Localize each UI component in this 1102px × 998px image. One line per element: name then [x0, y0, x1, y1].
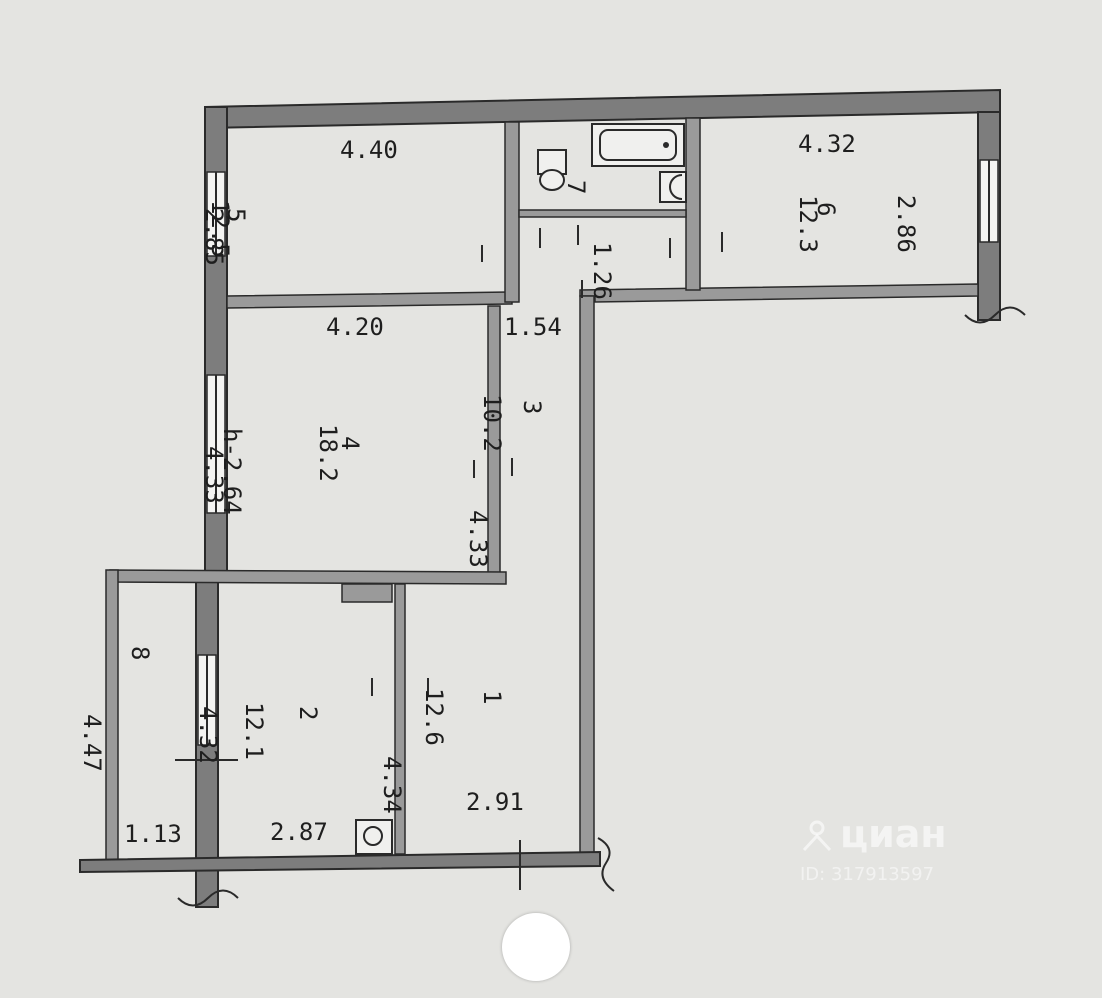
room4-number: 4	[336, 436, 364, 451]
room5-side-dim: 2.85	[200, 208, 228, 266]
room6-top-dim: 4.32	[798, 130, 856, 158]
cian-id: ID: 317913597	[800, 864, 935, 885]
door-marks	[175, 225, 723, 890]
room8-number: 8	[126, 646, 154, 661]
room1-bottom-dim: 2.91	[466, 788, 524, 816]
windows	[197, 159, 999, 746]
room1-number: 1	[478, 690, 506, 705]
room8-bottom-dim: 1.13	[124, 820, 182, 848]
room3-side-dim: 4.33	[464, 510, 492, 568]
room2-area: 12.1	[240, 702, 268, 760]
room2-side-dim: 4.32	[194, 706, 222, 764]
cian-logo-icon	[800, 818, 834, 852]
room4-area: 18.2	[314, 424, 342, 482]
room4-side-dim: 4.33	[200, 446, 228, 504]
room7-dim: 1.26	[588, 242, 616, 300]
toilet	[537, 149, 567, 191]
niche	[341, 583, 393, 603]
room3-top-dim: 1.54	[504, 313, 562, 341]
room5-top-dim: 4.40	[340, 136, 398, 164]
room6-number: 6	[812, 202, 840, 217]
room3-number: 3	[518, 400, 546, 415]
room1-area: 12.6	[420, 688, 448, 746]
sink	[659, 171, 687, 203]
room4-top-dim: 4.20	[326, 313, 384, 341]
wall-bottom	[79, 850, 601, 874]
room1-side-dim: 4.34	[378, 756, 406, 814]
wall-2-1	[394, 583, 406, 855]
break-marks	[177, 306, 1026, 907]
cian-watermark: циан ID: 317913597	[800, 812, 1000, 892]
room2-bottom-dim: 2.87	[270, 818, 328, 846]
room8-side-dim: 4.47	[78, 714, 106, 772]
wall-5-4	[226, 291, 513, 309]
bathtub	[591, 123, 685, 167]
cian-brand: циан	[840, 812, 947, 856]
room3-area: 10.2	[478, 394, 506, 452]
stove	[355, 819, 393, 855]
room7-number: 7	[562, 180, 590, 195]
room6-side-dim: 2.86	[892, 195, 920, 253]
wall-7-6	[685, 117, 701, 291]
wall-bath-inner	[518, 209, 687, 218]
circle-button[interactable]	[502, 913, 570, 981]
room2-number: 2	[294, 706, 322, 721]
